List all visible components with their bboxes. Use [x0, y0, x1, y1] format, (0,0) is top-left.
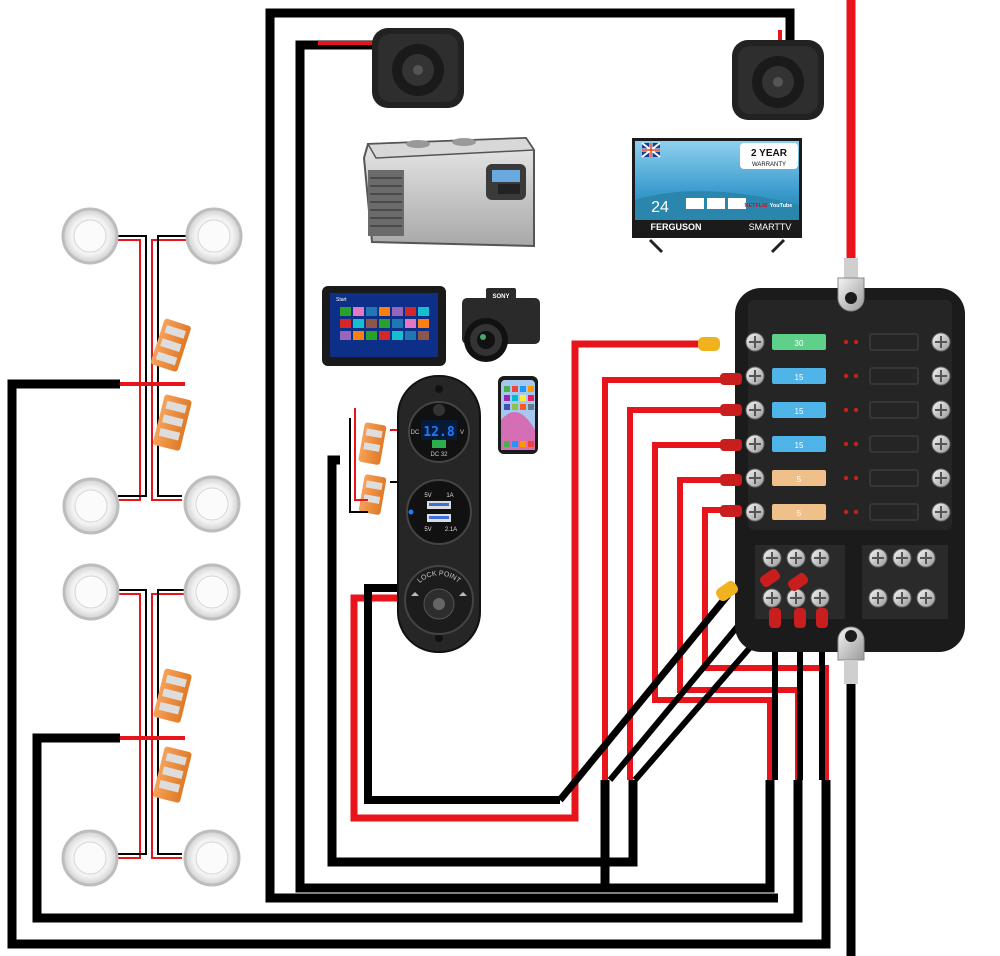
fuse-led-indicator — [843, 509, 849, 515]
fridge-icon — [362, 136, 536, 248]
tablet-start-label: Start — [336, 297, 347, 303]
wago-connector-icon — [153, 394, 192, 451]
led-lights — [61, 207, 243, 887]
voltmeter-unit-label: V — [460, 430, 464, 436]
fuse-slots: 30 15 15 15 5 5 — [745, 332, 951, 522]
led-light-icon — [183, 563, 241, 621]
lock-negative-wire — [364, 584, 560, 804]
fuse-blade — [772, 334, 826, 350]
wago-connectors — [150, 318, 405, 803]
usb2-voltage-label: 5V — [424, 527, 431, 533]
fuse-blade — [772, 504, 826, 520]
cigarette-socket-icon — [732, 40, 824, 120]
fuse-rating-label: 5 — [797, 475, 802, 484]
fuse-led-indicator — [853, 509, 859, 515]
camera-icon: SONY — [462, 288, 540, 362]
phone-app-icons — [504, 386, 534, 447]
tv-app-youtube: YouTube — [770, 203, 793, 209]
fuse-rating-label: 5 — [797, 509, 802, 518]
fuse-empty-slot — [869, 469, 919, 487]
negative-diagonal-1 — [557, 592, 731, 803]
fuse-rating-label: 15 — [795, 373, 804, 382]
fuse-led-indicator — [843, 441, 849, 447]
led-light-icon — [183, 475, 241, 533]
wago-connector-icon — [358, 474, 387, 515]
fuse-rating-label: 15 — [795, 407, 804, 416]
bus-bar-screws — [762, 548, 936, 608]
usb-panel-icon: 12.8 DC V DC 32 5V 1A 5V 2.1A LOCK POINT — [397, 375, 481, 653]
voltmeter-reading: 12.8 — [423, 425, 454, 440]
led-light-icon — [61, 207, 119, 265]
tablet-tiles — [340, 307, 429, 340]
camera-brand: SONY — [492, 294, 509, 300]
fuse-blade — [772, 436, 826, 452]
fuse-empty-slot — [869, 435, 919, 453]
tv-warranty-label: WARRANTY — [752, 162, 786, 168]
led-light-icon — [183, 829, 241, 887]
fuse-led-indicator — [853, 339, 859, 345]
fuse-feed-wire-1 — [602, 377, 725, 780]
fuse-blade — [772, 470, 826, 486]
fuse-rating-label: 15 — [795, 441, 804, 450]
tv-warranty-years: 2 YEAR — [751, 148, 788, 159]
tv-brand: FERGUSON — [650, 222, 701, 232]
tv-app-netflix: NETFLIX — [745, 203, 768, 209]
fuse-led-indicator — [843, 339, 849, 345]
phone-icon — [498, 376, 538, 454]
tv-smart-label: SMARTTV — [749, 222, 792, 232]
fuse-led-indicator — [843, 407, 849, 413]
fuse-rating-label: 30 — [795, 339, 804, 348]
fuse-empty-slot — [869, 367, 919, 385]
led-light-icon — [61, 829, 119, 887]
fuse-led-indicator — [843, 475, 849, 481]
fuse-blade — [772, 402, 826, 418]
crimp-terminals — [698, 337, 828, 628]
wago-connector-icon — [150, 318, 191, 372]
wago-connector-icon — [153, 668, 192, 723]
fuse-feed-wire-2 — [627, 407, 725, 780]
led-light-icon — [62, 563, 120, 621]
usb1-voltage-label: 5V — [424, 493, 431, 499]
ring-terminal-icon — [837, 626, 865, 684]
fuse-led-indicator — [853, 373, 859, 379]
tv-size-number: 24 — [651, 199, 669, 216]
usb2-amperage-label: 2.1A — [445, 527, 457, 533]
fuse-box-icon: 30 15 15 15 5 5 — [735, 288, 965, 652]
fuse-empty-slot — [869, 503, 919, 521]
voltmeter-dc-label: DC — [411, 430, 420, 436]
led-light-icon — [62, 477, 120, 535]
usb1-amperage-label: 1A — [446, 493, 453, 499]
fuse-led-indicator — [853, 475, 859, 481]
socket2-negative-wire — [265, 8, 795, 903]
wago-connector-icon — [358, 422, 387, 465]
fuse-led-indicator — [853, 441, 859, 447]
fuse-feed-wire-3 — [652, 442, 773, 780]
main-wiring — [7, 0, 856, 956]
tv-icon: 2 YEAR WARRANTY 24 NETFLIX YouTube FERGU… — [632, 138, 802, 254]
fuse-led-indicator — [853, 407, 859, 413]
voltmeter-range-label: DC 32 — [430, 452, 448, 458]
fuse-empty-slot — [869, 401, 919, 419]
fuse-led-indicator — [843, 373, 849, 379]
cigarette-socket-icon — [372, 28, 464, 108]
wago-connector-icon — [153, 746, 192, 803]
fuse-blade — [772, 368, 826, 384]
led-light-icon — [185, 207, 243, 265]
fuse-empty-slot — [869, 333, 919, 351]
usb-positive-wire-b — [350, 340, 705, 822]
ring-terminal-icon — [837, 258, 865, 312]
tablet-icon: Start — [322, 286, 446, 366]
